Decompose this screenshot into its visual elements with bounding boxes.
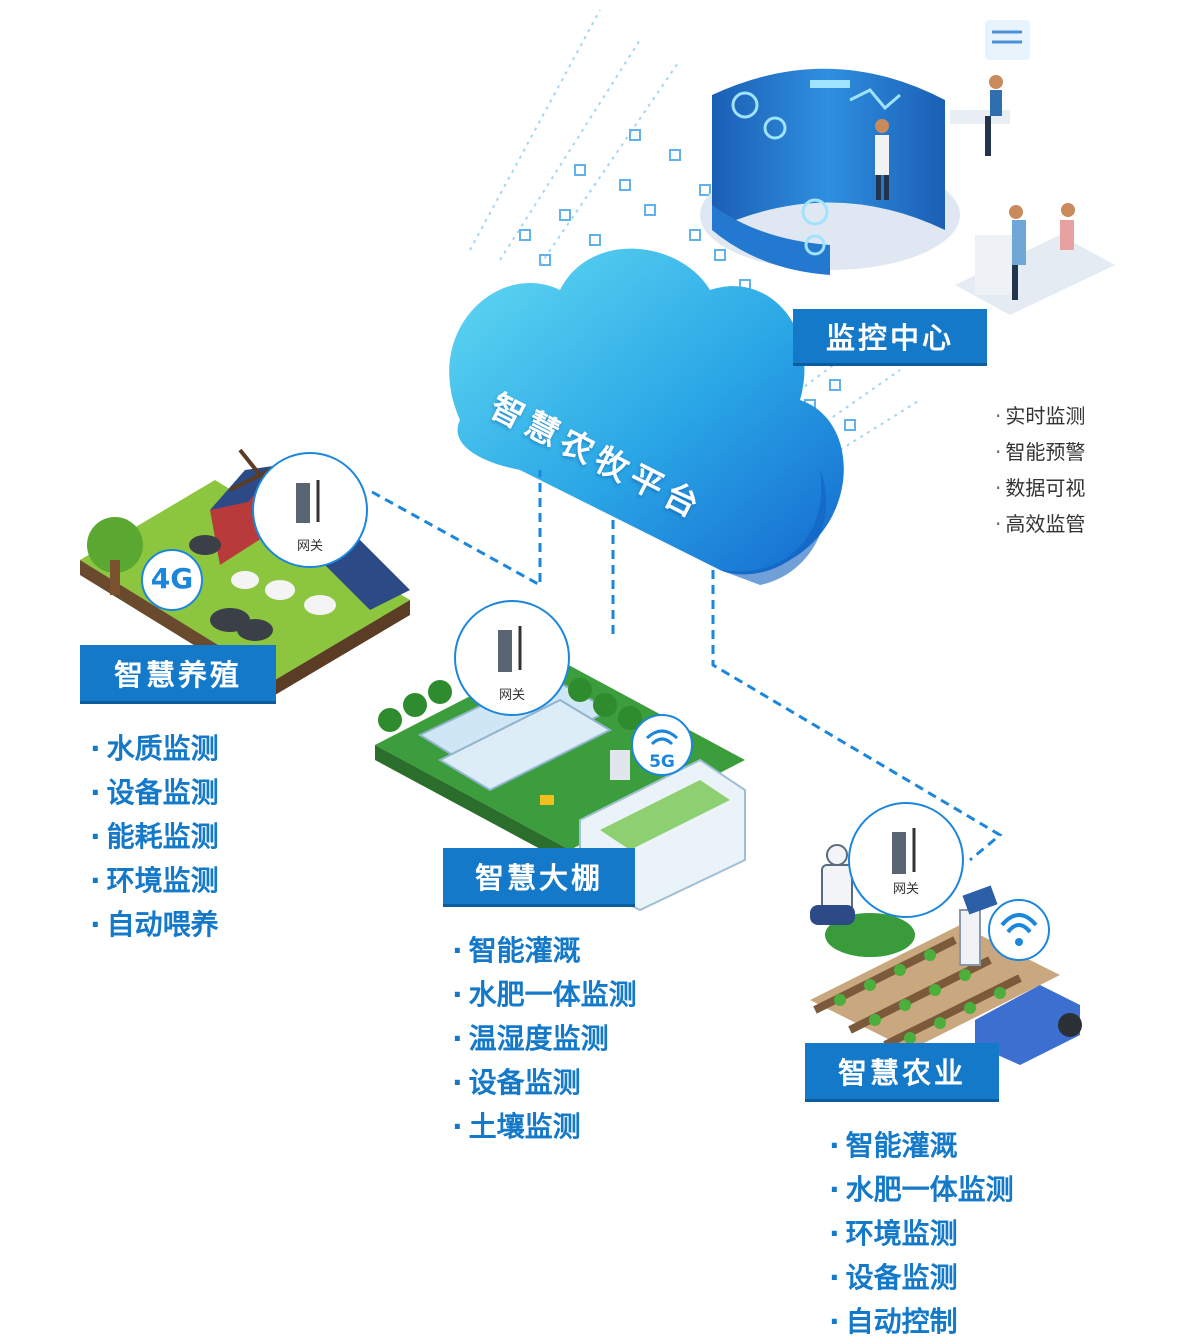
breeding-feature-list: 水质监测 设备监测 能耗监测 环境监测 自动喂养 <box>90 727 219 947</box>
breeding-feature-item: 自动喂养 <box>90 903 219 947</box>
greenhouse-label: 智慧大棚 <box>443 848 635 904</box>
monitor-feature-item: 智能预警 <box>995 434 1085 470</box>
greenhouse-feature-item: 土壤监测 <box>452 1105 637 1149</box>
greenhouse-feature-item: 设备监测 <box>452 1061 637 1105</box>
monitor-feature-item: 数据可视 <box>995 470 1085 506</box>
connection-lines <box>371 470 1003 862</box>
cloud-shape <box>449 248 844 585</box>
agriculture-feature-item: 设备监测 <box>829 1256 1014 1300</box>
agriculture-label: 智慧农业 <box>805 1043 999 1099</box>
monitor-feature-item: 实时监测 <box>995 398 1085 434</box>
greenhouse-feature-item: 智能灌溉 <box>452 929 637 973</box>
agriculture-feature-item: 智能灌溉 <box>829 1124 1014 1168</box>
gateway-label: 网关 <box>498 688 525 703</box>
greenhouse-feature-item: 水肥一体监测 <box>452 973 637 1017</box>
agriculture-feature-item: 自动控制 <box>829 1300 1014 1344</box>
agriculture-feature-item: 水肥一体监测 <box>829 1168 1014 1212</box>
agriculture-illustration <box>810 844 1082 1067</box>
monitor-center-label: 监控中心 <box>793 309 987 363</box>
gateway-devices <box>252 452 964 918</box>
breeding-feature-item: 水质监测 <box>90 727 219 771</box>
network-5g-icon: 5G <box>649 752 675 772</box>
agriculture-feature-list: 智能灌溉 水肥一体监测 环境监测 设备监测 自动控制 <box>829 1124 1014 1344</box>
network-4g-icon: 4G <box>150 562 194 595</box>
monitor-feature-list: 实时监测 智能预警 数据可视 高效监管 <box>995 398 1085 542</box>
gateway-label: 网关 <box>296 539 323 554</box>
agriculture-feature-item: 环境监测 <box>829 1212 1014 1256</box>
greenhouse-feature-item: 温湿度监测 <box>452 1017 637 1061</box>
monitor-center-illustration <box>700 20 1115 315</box>
gateway-label: 网关 <box>892 882 919 897</box>
monitor-feature-item: 高效监管 <box>995 506 1085 542</box>
breeding-feature-item: 设备监测 <box>90 771 219 815</box>
network-badges <box>141 549 1050 961</box>
greenhouse-feature-list: 智能灌溉 水肥一体监测 温湿度监测 设备监测 土壤监测 <box>452 929 637 1149</box>
breeding-label: 智慧养殖 <box>80 645 276 701</box>
breeding-feature-item: 能耗监测 <box>90 815 219 859</box>
breeding-feature-item: 环境监测 <box>90 859 219 903</box>
